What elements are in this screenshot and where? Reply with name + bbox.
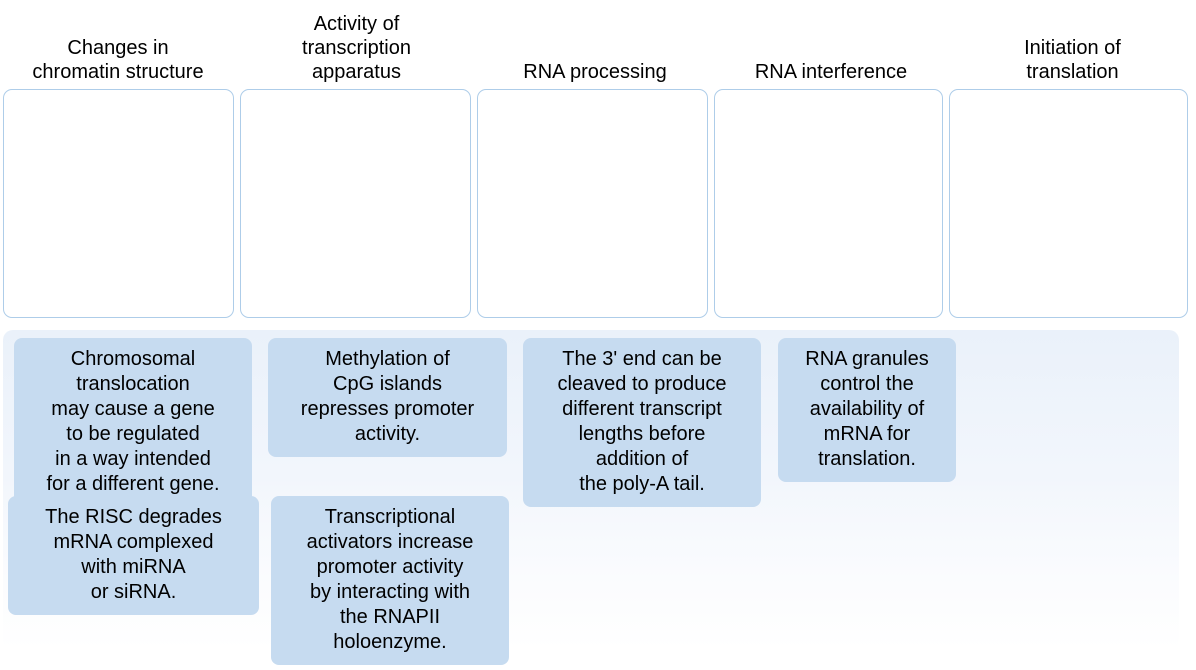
- dropzone-row: [0, 89, 1196, 320]
- draggable-tile[interactable]: Transcriptional activators increase prom…: [271, 496, 509, 665]
- column-header-rna-processing: RNA processing: [523, 61, 667, 83]
- tile-bank: Chromosomal translocation may cause a ge…: [3, 330, 1179, 665]
- draggable-tile[interactable]: RNA granules control the availability of…: [778, 338, 956, 482]
- tile-row: Chromosomal translocation may cause a ge…: [3, 338, 1179, 507]
- dropzone-rna-interference[interactable]: [714, 89, 943, 318]
- tile-row: The RISC degrades mRNA complexed with mi…: [3, 496, 1179, 665]
- column-header-initiation-of-translation: Initiation of translation: [1024, 37, 1121, 83]
- column-headers: Changes in chromatin structure Activity …: [0, 0, 1196, 88]
- dropzone-transcription-apparatus[interactable]: [240, 89, 471, 318]
- draggable-tile[interactable]: The 3' end can be cleaved to produce dif…: [523, 338, 761, 507]
- column-header-rna-interference: RNA interference: [754, 61, 908, 83]
- column-header-chromatin-structure: Changes in chromatin structure: [32, 37, 204, 83]
- draggable-tile[interactable]: The RISC degrades mRNA complexed with mi…: [8, 496, 259, 615]
- draggable-tile[interactable]: Methylation of CpG islands represses pro…: [268, 338, 507, 457]
- column-header-transcription-apparatus: Activity of transcription apparatus: [302, 13, 411, 83]
- dropzone-rna-processing[interactable]: [477, 89, 708, 318]
- draggable-tile[interactable]: Chromosomal translocation may cause a ge…: [14, 338, 252, 507]
- dropzone-chromatin-structure[interactable]: [3, 89, 234, 318]
- dropzone-initiation-of-translation[interactable]: [949, 89, 1188, 318]
